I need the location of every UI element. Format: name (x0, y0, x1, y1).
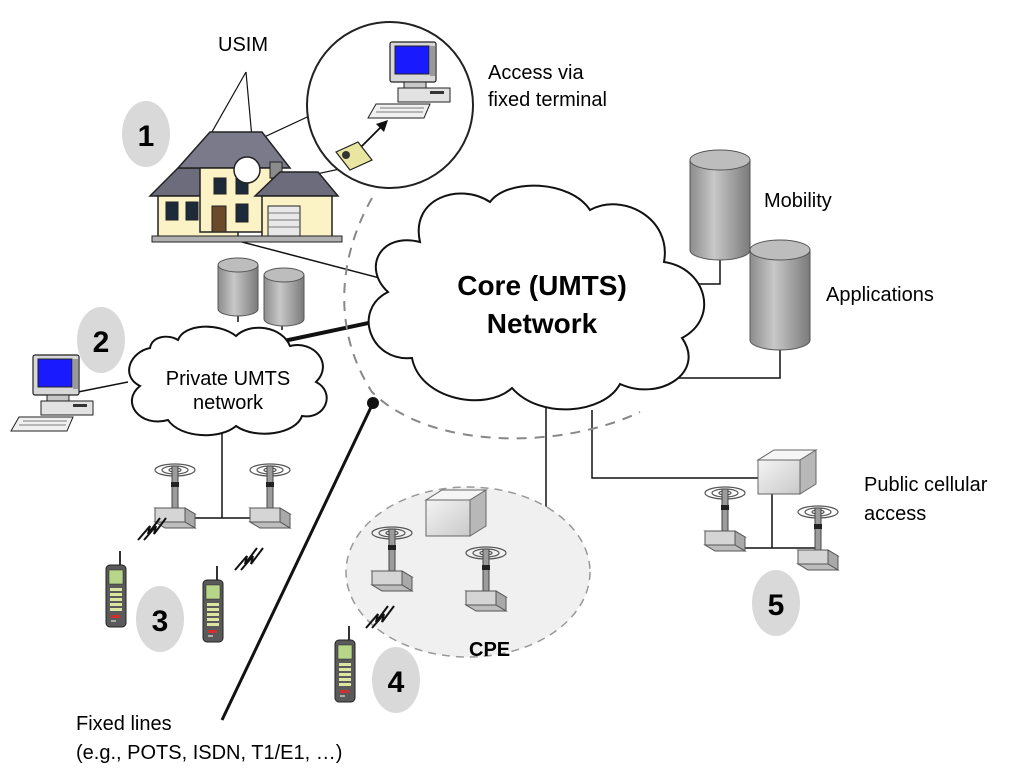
applications-database-icon (749, 239, 811, 351)
fixed-lines-label-1: Fixed lines (76, 713, 172, 735)
private-umts-cloud: Private UMTS network (128, 325, 328, 437)
fixed-lines-pointer (220, 402, 375, 721)
private-to-basestations-link (190, 425, 280, 519)
private-network-computer-icon (10, 354, 94, 432)
scenario-badge-1: 1 (122, 101, 170, 167)
computer-to-private-link (77, 381, 129, 393)
usim-arrow-head (376, 120, 388, 132)
cpe-label: CPE (469, 639, 510, 661)
private-base-station-icon-2 (249, 463, 291, 529)
mobile-phone-icon-3 (334, 625, 356, 703)
applications-label: Applications (826, 284, 934, 306)
scenario-number: 4 (388, 666, 405, 699)
access-fixed-label-2: fixed terminal (488, 89, 607, 111)
core-to-public-link (591, 410, 760, 479)
access-fixed-label-1: Access via (488, 62, 584, 84)
scenario-badge-3: 3 (136, 586, 184, 652)
mobile-phone-icon-1 (105, 550, 127, 628)
usim-card-arrow (357, 123, 385, 151)
scenario-number: 5 (768, 589, 785, 622)
usim-card-icon (335, 141, 373, 171)
scenario-badge-2: 2 (77, 307, 125, 373)
private-network-label-1: Private UMTS (166, 368, 290, 390)
house-to-core-link (241, 241, 396, 283)
private-database-icon-2 (263, 267, 305, 327)
house-icon (148, 131, 343, 243)
scenario-badge-5: 5 (752, 570, 800, 636)
private-database-icon-1 (217, 257, 259, 317)
network-boundary-dashed (343, 197, 641, 440)
scenario-badge-4: 4 (372, 647, 420, 713)
public-base-station-icon-1 (704, 486, 746, 552)
public-cellular-label-1: Public cellular (864, 474, 988, 496)
scenario-number: 2 (93, 326, 110, 359)
cpe-hub-box-icon (424, 489, 488, 537)
usim-focus-circle (233, 156, 261, 184)
scenario-number: 1 (138, 120, 155, 153)
core-network-cloud: Core (UMTS) Network (367, 184, 706, 411)
public-cellular-label-2: access (864, 503, 926, 525)
radio-link-icon-2 (234, 547, 264, 571)
public-hub-links (740, 494, 820, 549)
mobile-phone-icon-2 (202, 565, 224, 643)
scenario-number: 3 (152, 605, 169, 638)
public-base-station-icon-2 (797, 505, 839, 571)
public-hub-box-icon (756, 449, 818, 495)
fixed-lines-junction (367, 397, 379, 409)
private-base-station-icon-1 (154, 463, 196, 529)
core-network-label-1: Core (UMTS) (457, 270, 627, 301)
usim-label: USIM (218, 34, 268, 56)
private-network-label-2: network (193, 392, 264, 414)
mobility-database-icon (689, 149, 751, 261)
fixed-lines-label-2: (e.g., POTS, ISDN, T1/E1, …) (76, 742, 342, 764)
mobility-label: Mobility (764, 190, 832, 212)
core-network-label-2: Network (487, 308, 598, 339)
